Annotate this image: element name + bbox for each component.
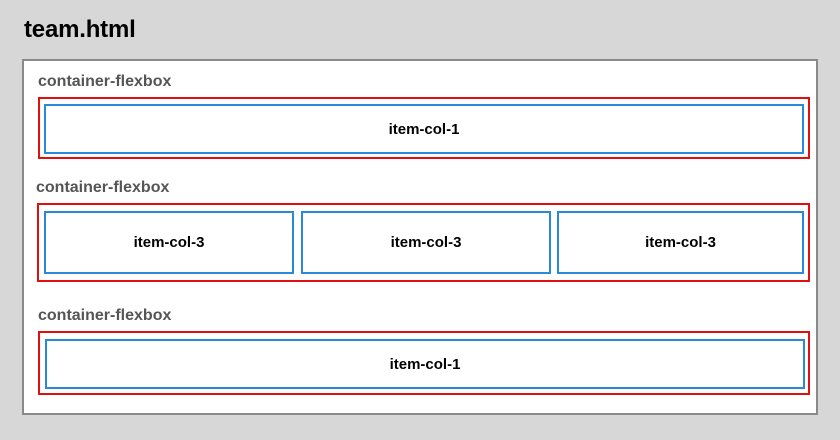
item-col-3-label-1: item-col-3 <box>133 234 205 251</box>
item-col-1-label-bottom: item-col-1 <box>389 355 461 373</box>
item-col-3-box-3: item-col-3 <box>557 211 804 274</box>
item-col-1-label: item-col-1 <box>388 120 460 138</box>
layout-panel: container-flexbox item-col-1 container-f… <box>22 59 818 415</box>
item-col-3-box-2: item-col-3 <box>301 211 551 274</box>
item-col-3-box-1: item-col-3 <box>44 211 294 274</box>
container-flexbox-1: item-col-1 <box>38 97 810 159</box>
container-flexbox-2: item-col-3 item-col-3 item-col-3 <box>37 203 810 282</box>
page-title: team.html <box>24 16 136 43</box>
item-col-1-box-bottom: item-col-1 <box>45 339 805 389</box>
container-flexbox-label-1: container-flexbox <box>38 73 172 90</box>
item-col-3-label-2: item-col-3 <box>390 234 462 251</box>
container-flexbox-label-3: container-flexbox <box>38 307 172 324</box>
container-flexbox-label-2: container-flexbox <box>36 179 170 196</box>
item-col-3-label-3: item-col-3 <box>645 234 716 251</box>
container-flexbox-3: item-col-1 <box>38 331 810 395</box>
item-col-1-box: item-col-1 <box>44 104 804 154</box>
